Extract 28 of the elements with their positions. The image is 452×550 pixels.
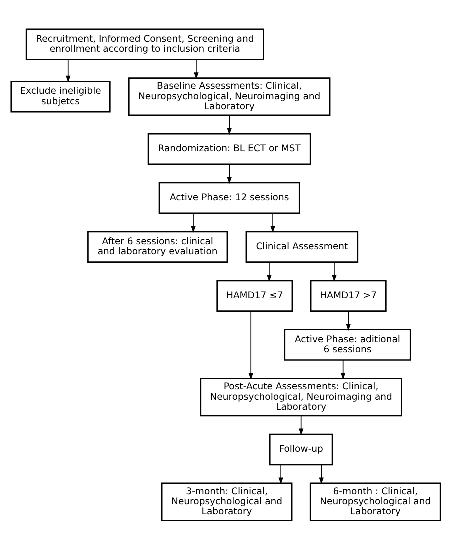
arrow (340, 360, 346, 380)
arrow (194, 60, 199, 80)
node-box: Exclude ineligible subjetcs (10, 81, 111, 113)
node-box: Active Phase: aditional 6 sessions (284, 329, 412, 361)
node-box: Follow-up (269, 434, 334, 466)
arrow (267, 262, 272, 282)
node-box: Baseline Assessments: Clinical, Neuropsychological, Neuroimaging and Laboratory (128, 78, 331, 116)
node-box: HAMD17 ≤7 (216, 280, 294, 312)
arrow (227, 115, 232, 136)
node-box: After 6 sessions: clinical and laboratory evaluation (88, 231, 228, 264)
node-box: 3-month: Clinical, Neuropsychological and Laboratory (161, 482, 293, 522)
node-box: 6-month : Clinical, Neuropsychological and Laboratory (310, 482, 442, 522)
node-box: Clinical Assessment (246, 231, 359, 264)
node-box: Active Phase: 12 sessions (158, 182, 300, 214)
arrow (346, 310, 351, 331)
node-box: Post-Acute Assessments: Clinical, Neuropsychological, Neuroimaging and Laboratory (200, 378, 402, 417)
arrow (319, 464, 324, 484)
node-box: HAMD17 >7 (310, 280, 387, 312)
arrow (298, 416, 304, 436)
arrow (227, 164, 232, 184)
arrow (66, 60, 71, 83)
arrow (278, 464, 284, 484)
arrow (248, 311, 254, 380)
arrow (332, 262, 337, 282)
arrow (191, 212, 196, 234)
node-box: Randomization: BL ECT or MST (148, 133, 312, 166)
arrow (270, 212, 276, 234)
node-box: Recruitment, Informed Consent, Screening and enrollment according to inclusion criteria (26, 28, 264, 60)
